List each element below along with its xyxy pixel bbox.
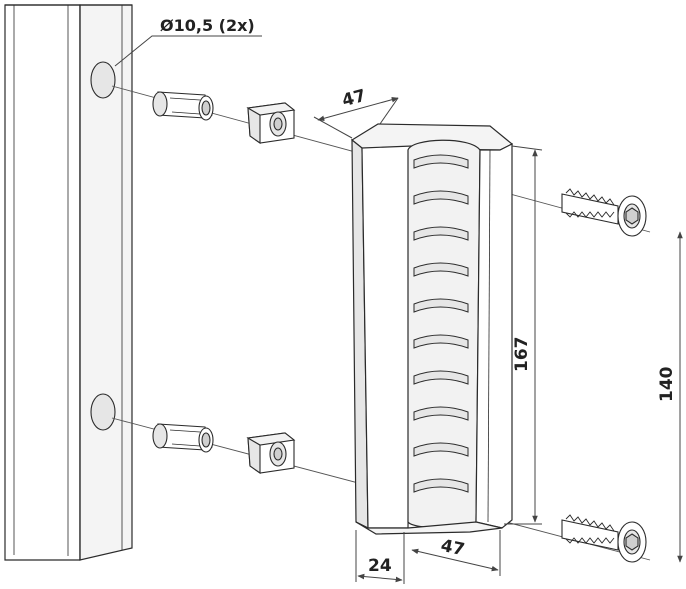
sleeve-bottom (152, 423, 214, 453)
dim-top-width (313, 96, 399, 139)
hinge-body (350, 123, 514, 535)
dim-bottom-depth-label: 24 (368, 556, 392, 576)
screw-top (561, 188, 647, 237)
dim-height-total (504, 145, 543, 525)
hole-callout-label: Ø10,5 (2x) (160, 16, 255, 35)
dim-hole-spacing-label: 140 (657, 366, 677, 402)
hinge-knuckles (413, 154, 469, 493)
post-hole-top (90, 61, 116, 99)
dim-bottom-depth (355, 530, 405, 584)
dim-bottom-width (411, 530, 501, 576)
post-hole-bottom (90, 393, 116, 431)
insert-bottom (246, 432, 296, 475)
hole-callout: Ø10,5 (2x) (114, 16, 262, 67)
screw-bottom (561, 514, 647, 563)
insert-top (246, 102, 296, 145)
sleeve-top (152, 91, 214, 121)
dim-height-total-label: 167 (512, 337, 532, 373)
dim-bottom-width-label: 47 (439, 536, 466, 560)
